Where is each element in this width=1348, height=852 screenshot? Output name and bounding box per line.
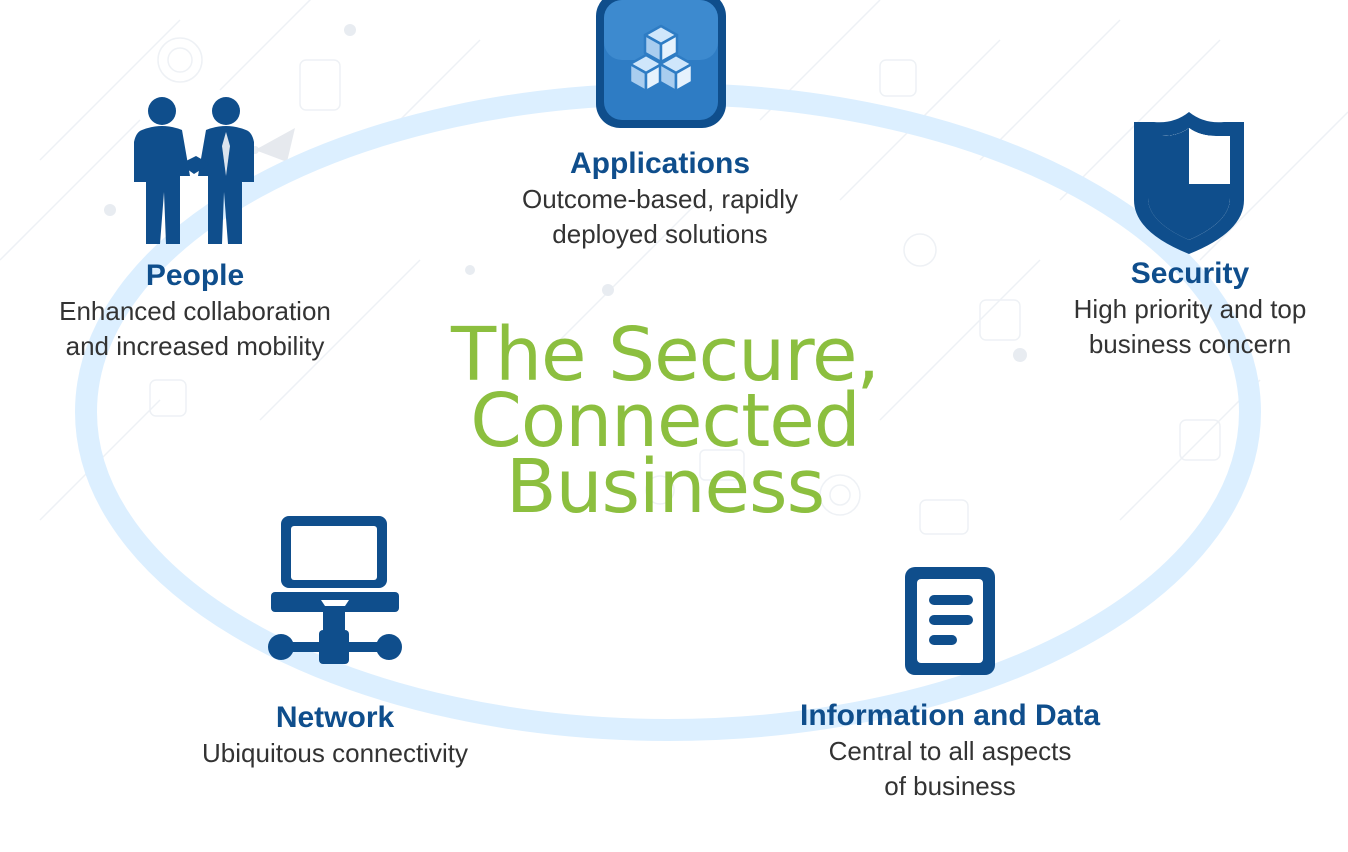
information-title: Information and Data (799, 699, 1100, 732)
information-desc-line2: of business (884, 771, 1016, 801)
shield-icon (1134, 112, 1244, 254)
center-title-line1: The Secure, (450, 312, 880, 398)
center-title-line2: Connected (470, 378, 860, 464)
security-desc-line2: business concern (1088, 329, 1292, 359)
center-title-line3: Business (505, 444, 825, 530)
laptop-network-icon (268, 516, 402, 664)
applications-title: Applications (569, 147, 750, 180)
information-node: Information and Data Central to all aspe… (720, 698, 1180, 804)
people-desc-line2: and increased mobility (65, 331, 325, 361)
people-title: People (145, 259, 245, 292)
center-title: The Secure, Connected Business (430, 312, 900, 530)
information-desc-line1: Central to all aspects (828, 736, 1072, 766)
applications-desc-line2: deployed solutions (552, 219, 768, 249)
cubes-icon (596, 0, 726, 128)
security-node: Security High priority and top business … (1000, 256, 1348, 362)
document-icon (905, 567, 995, 675)
handshake-people-icon (134, 97, 254, 244)
security-desc-line1: High priority and top (1073, 294, 1307, 324)
network-title: Network (275, 701, 395, 734)
applications-node: Applications Outcome-based, rapidly depl… (440, 146, 880, 252)
network-node: Network Ubiquitous connectivity (130, 700, 540, 771)
network-desc-line1: Ubiquitous connectivity (202, 738, 468, 768)
applications-desc-line1: Outcome-based, rapidly (521, 184, 799, 214)
people-desc-line1: Enhanced collaboration (59, 296, 331, 326)
security-title: Security (1130, 257, 1250, 290)
people-node: People Enhanced collaboration and increa… (0, 258, 390, 364)
